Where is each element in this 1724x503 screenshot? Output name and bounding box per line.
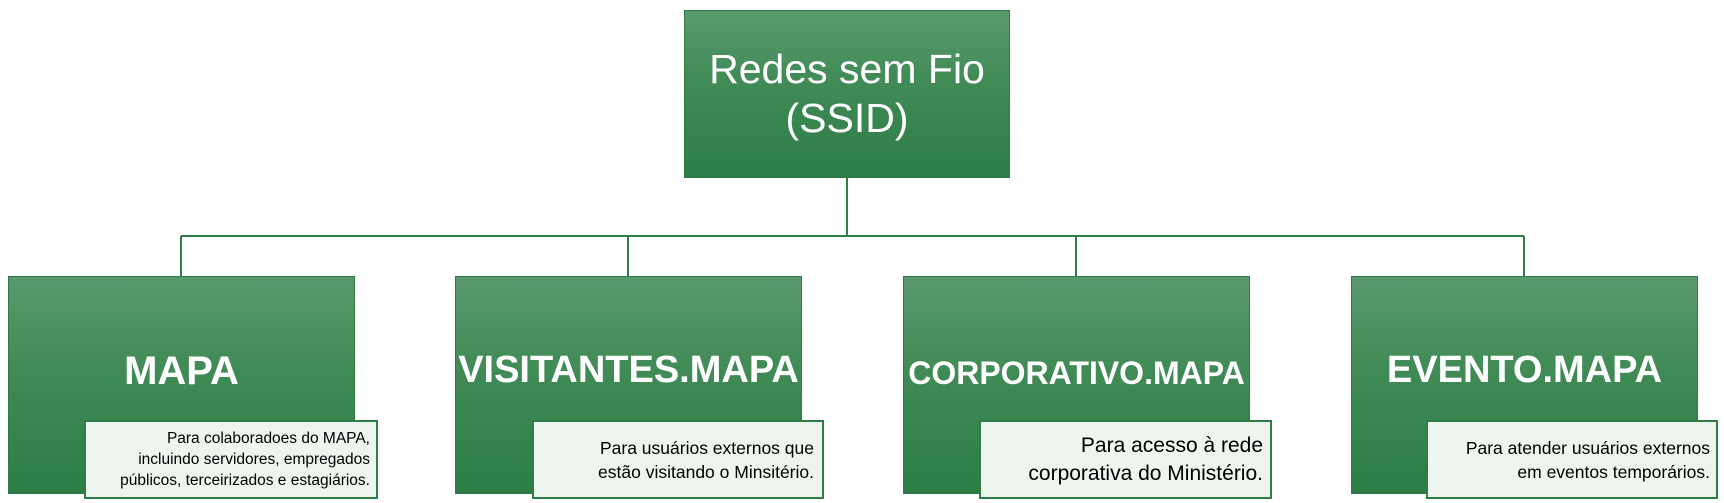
note-evento-line2: em eventos temporários. [1517, 461, 1710, 482]
note-mapa-description: Para colaboradoes do MAPA, incluindo ser… [84, 420, 378, 499]
note-mapa-line1: Para colaboradoes do MAPA, [166, 430, 370, 447]
note-corporativo-description: Para acesso à rede corporativa do Minist… [979, 420, 1272, 499]
root-node-wireless-networks: Redes sem Fio (SSID) [684, 10, 1010, 178]
note-mapa-line3: públicos, terceirizados e estagiários. [120, 472, 370, 489]
note-visitantes-line1: Para usuários externos que [599, 437, 814, 458]
note-visitantes-description: Para usuários externos que estão visitan… [532, 420, 824, 499]
node-mapa-label: MAPA [124, 349, 239, 393]
note-visitantes-line2: estão visitando o Minsitério. [598, 461, 814, 482]
note-evento-line1: Para atender usuários externos [1465, 437, 1710, 458]
note-evento-description: Para atender usuários externos em evento… [1426, 420, 1718, 499]
note-mapa-line2: incluindo servidores, empregados [138, 451, 370, 468]
node-evento-mapa-label: EVENTO.MAPA [1386, 349, 1663, 391]
root-title-line1: Redes sem Fio [709, 45, 985, 92]
note-corporativo-line1: Para acesso à rede [1080, 433, 1263, 457]
note-corporativo-line2: corporativa do Ministério. [1028, 461, 1263, 485]
node-visitantes-mapa-label: VISITANTES.MAPA [458, 349, 799, 391]
node-corporativo-mapa-label: CORPORATIVO.MAPA [908, 355, 1245, 391]
root-title-line2: (SSID) [785, 95, 909, 141]
